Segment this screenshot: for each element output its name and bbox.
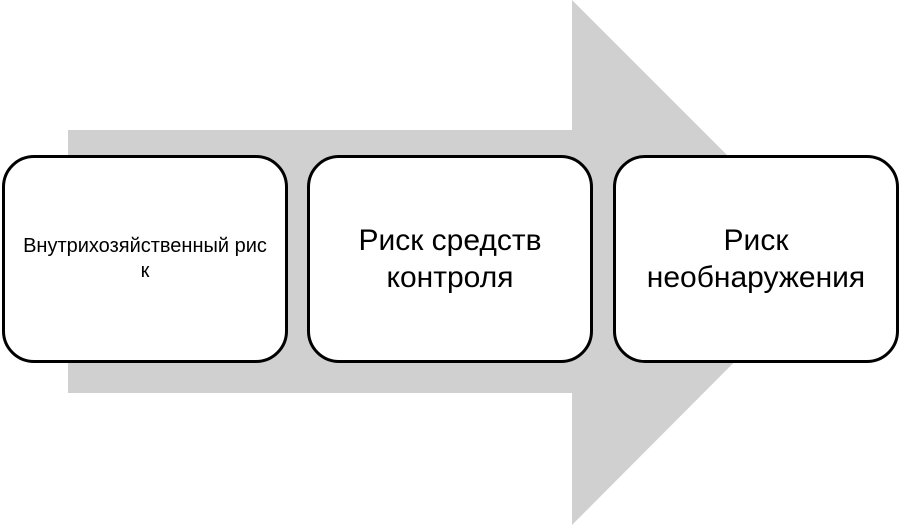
step-box-inherent-risk: Внутрихозяйственный риск xyxy=(2,155,288,363)
step-label: Риск средств контроля xyxy=(358,223,542,295)
step-label: Внутрихозяйственный риск xyxy=(23,235,267,282)
step-box-control-risk: Риск средств контроля xyxy=(307,155,593,363)
step-box-detection-risk: Риск необнаружения xyxy=(613,155,899,363)
step-label: Риск необнаружения xyxy=(646,223,866,295)
